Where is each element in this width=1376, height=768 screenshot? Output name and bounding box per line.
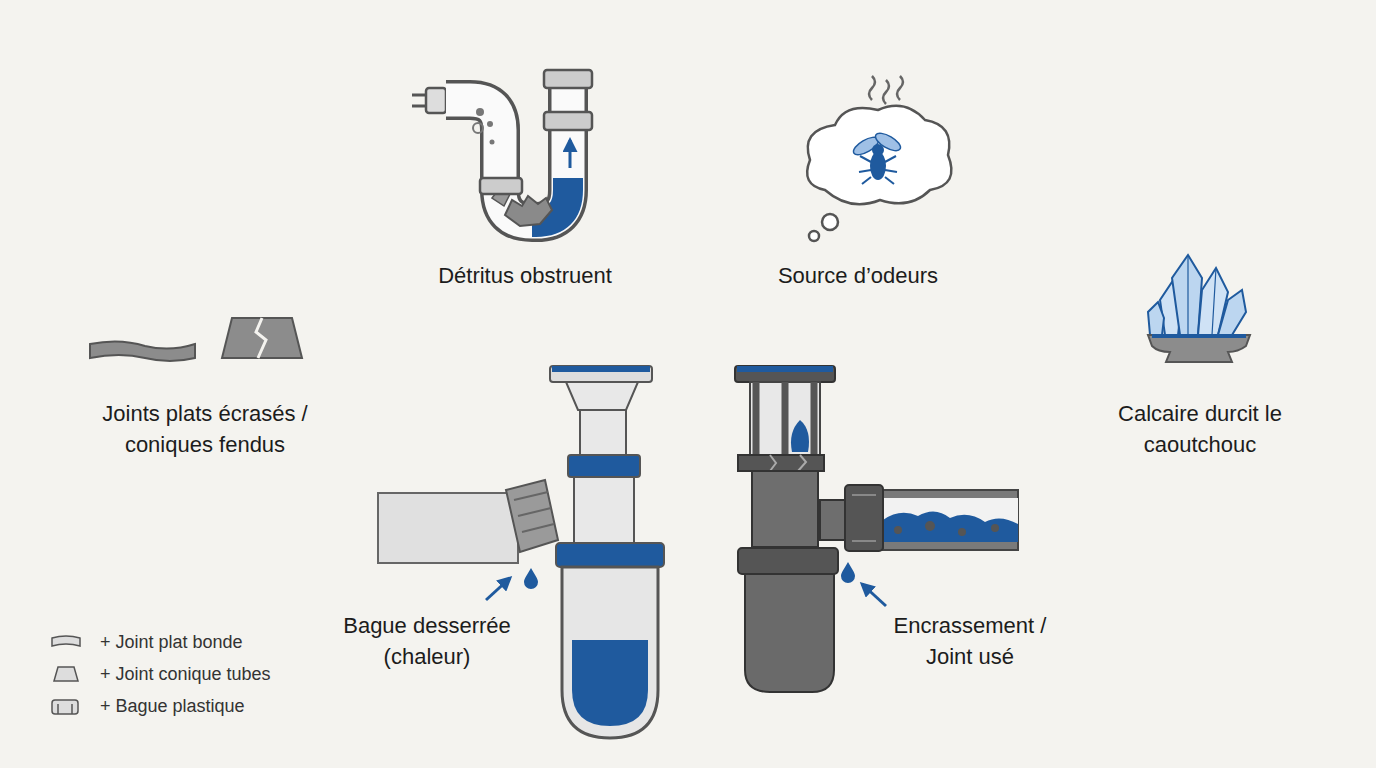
clean-siphon-part bbox=[506, 480, 558, 552]
legend-samples-part bbox=[52, 636, 80, 646]
clean-siphon-part bbox=[550, 366, 652, 382]
clean-siphon-part bbox=[552, 366, 650, 372]
legend-entry: + Bague plastique bbox=[100, 694, 245, 718]
clogged-trap-icon-part bbox=[446, 80, 568, 222]
clean-siphon-part bbox=[574, 477, 634, 545]
callout-label: Calcaire durcit le caoutchouc bbox=[1113, 398, 1288, 460]
damaged-seals bbox=[90, 318, 302, 361]
dirty-siphon-part bbox=[883, 490, 1018, 550]
clogged-trap-icon-part bbox=[446, 80, 568, 222]
dirty-siphon-part bbox=[862, 584, 886, 606]
clogged-trap-icon-part bbox=[473, 123, 483, 133]
dirty-siphon-part bbox=[894, 526, 902, 534]
clean-siphon-part bbox=[556, 543, 664, 567]
legend-entry: + Joint plat bonde bbox=[100, 630, 243, 654]
dirty-siphon-part bbox=[883, 498, 1018, 542]
limescale-crystals-part bbox=[1188, 255, 1216, 335]
dirty-siphon-part bbox=[820, 500, 846, 540]
dirty-siphon-part bbox=[752, 471, 818, 547]
clogged-trap-icon bbox=[412, 70, 592, 226]
clean-siphon-part bbox=[568, 455, 640, 477]
odour-icon-part bbox=[870, 152, 886, 180]
clean-siphon-part bbox=[566, 382, 638, 410]
odour-icon-part bbox=[809, 231, 819, 241]
clogged-trap-icon-part bbox=[476, 108, 484, 116]
odour-icon-part bbox=[872, 144, 884, 156]
odour-icon-part bbox=[807, 106, 951, 204]
dirty-siphon-part bbox=[925, 521, 935, 531]
limescale-crystals-part bbox=[1148, 335, 1250, 362]
dirty-siphon-part bbox=[745, 574, 834, 692]
clean-siphon-part bbox=[562, 567, 658, 738]
clean-siphon-part bbox=[378, 493, 518, 563]
dirty-siphon-part bbox=[770, 455, 806, 471]
limescale-crystals-part bbox=[1218, 290, 1246, 335]
damaged-seals-part bbox=[256, 318, 266, 358]
limescale-crystals-part bbox=[1172, 255, 1202, 335]
legend-samples bbox=[52, 636, 80, 714]
callout-label: Source d’odeurs bbox=[728, 260, 988, 291]
dirty-siphon-part bbox=[791, 420, 809, 452]
dirty-siphon-part bbox=[738, 548, 838, 574]
legend-samples-part bbox=[58, 704, 72, 714]
dirty-siphon-part bbox=[845, 485, 883, 551]
dirty-siphon-part bbox=[756, 382, 814, 456]
odour-icon-part bbox=[859, 156, 897, 184]
dirty-siphon-part bbox=[991, 524, 999, 532]
callout-label: Détritus obstruent bbox=[375, 260, 675, 291]
legend-samples-part bbox=[52, 700, 78, 714]
legend-samples-part bbox=[54, 667, 78, 681]
limescale-crystals-part bbox=[1152, 334, 1246, 338]
dirty-siphon-part bbox=[750, 382, 820, 456]
clogged-trap-icon-part bbox=[412, 105, 426, 108]
callout-label: Joints plats écrasés / coniques fendus bbox=[75, 398, 335, 460]
dirty-siphon-part bbox=[737, 366, 833, 372]
clogged-trap-icon-part bbox=[426, 88, 446, 113]
clogged-trap-icon-part bbox=[412, 94, 426, 97]
clogged-trap-icon-part bbox=[487, 121, 493, 127]
odour-icon-part bbox=[869, 76, 903, 104]
clean-siphon-part bbox=[524, 568, 538, 589]
clogged-trap-icon-part bbox=[505, 196, 552, 226]
clean-siphon-part bbox=[572, 640, 648, 726]
limescale-crystals-part bbox=[1148, 302, 1164, 335]
dirty-siphon-part bbox=[738, 455, 824, 471]
dirty-siphon-part bbox=[883, 511, 1018, 542]
clogged-trap-icon-part bbox=[544, 112, 592, 130]
clogged-trap-icon-part bbox=[490, 140, 495, 145]
damaged-seals-part bbox=[90, 341, 195, 361]
odour-icon-part bbox=[822, 214, 838, 230]
clean-siphon-part bbox=[486, 578, 510, 600]
clogged-trap-icon-part bbox=[544, 70, 592, 88]
dirty-siphon-part bbox=[735, 366, 835, 382]
clean-siphon bbox=[378, 366, 664, 738]
odour-icon bbox=[807, 76, 951, 241]
dirty-siphon-part bbox=[958, 528, 966, 536]
damaged-seals-part bbox=[222, 318, 302, 358]
legend-entry: + Joint conique tubes bbox=[100, 662, 271, 686]
callout-label: Bague desserrée (chaleur) bbox=[327, 610, 527, 672]
dirty-siphon-part bbox=[841, 562, 855, 583]
clogged-trap-icon-part bbox=[569, 140, 572, 168]
dirty-siphon-part bbox=[852, 495, 876, 541]
clean-siphon-part bbox=[514, 492, 554, 532]
clean-siphon-part bbox=[580, 410, 626, 456]
clogged-trap-icon-part bbox=[480, 178, 522, 194]
callout-label: Encrassement / Joint usé bbox=[878, 610, 1063, 672]
dirty-siphon bbox=[735, 366, 1018, 692]
limescale-crystals bbox=[1148, 255, 1250, 362]
